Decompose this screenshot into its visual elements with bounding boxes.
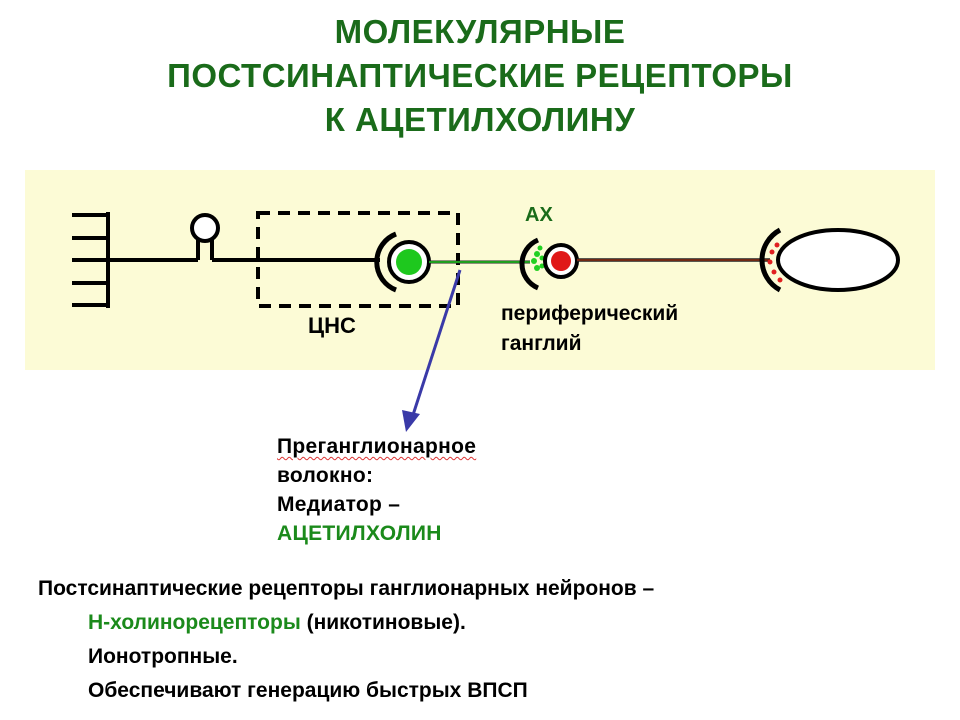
effector-cup xyxy=(759,227,782,293)
cns-box xyxy=(256,211,460,308)
callout-line-2: волокно: xyxy=(277,464,374,487)
preganglionic-callout: Преганглионарное волокно: Медиатор – АЦЕ… xyxy=(277,432,476,548)
slide-title: МОЛЕКУЛЯРНЫЕ ПОСТСИНАПТИЧЕСКИЕ РЕЦЕПТОРЫ… xyxy=(0,10,960,142)
callout-arrow xyxy=(411,269,462,416)
bottom-line-1: Постсинаптические рецепторы ганглионарны… xyxy=(38,577,655,600)
bottom-line-4: Обеспечивают генерацию быстрых ВПСП xyxy=(88,679,528,702)
title-line-1: МОЛЕКУЛЯРНЫЕ xyxy=(334,13,626,50)
ganglion-label-line-2: ганглий xyxy=(501,332,582,355)
title-line-2: ПОСТСИНАПТИЧЕСКИЕ РЕЦЕПТОРЫ xyxy=(167,57,793,94)
sensory-axon xyxy=(108,238,380,262)
ganglion-red-node xyxy=(551,251,571,271)
ach-label: АХ xyxy=(525,204,553,226)
ach-granules xyxy=(531,245,545,271)
callout-line-1: Преганглионарное xyxy=(277,435,477,458)
bottom-line-2-rest: (никотиновые). xyxy=(300,611,466,634)
bottom-line-2: Н-холинорецепторы (никотиновые). xyxy=(38,606,938,640)
effector-granules xyxy=(767,242,783,283)
h-cholinoreceptors-term: Н-холинорецепторы xyxy=(88,611,301,634)
sensory-soma xyxy=(190,213,220,243)
title-line-3: К АЦЕТИЛХОЛИНУ xyxy=(324,101,636,138)
effector-cell xyxy=(776,228,900,292)
cns-label: ЦНС xyxy=(308,313,356,338)
dendrite-comb xyxy=(72,212,110,308)
bottom-line-3: Ионотропные. xyxy=(88,645,238,668)
cns-synapse-cup xyxy=(374,231,398,293)
callout-line-3: Медиатор – xyxy=(277,493,401,516)
callout-arrowhead xyxy=(402,410,420,432)
cns-green-node xyxy=(396,249,422,275)
bottom-text: Постсинаптические рецепторы ганглионарны… xyxy=(38,572,938,708)
callout-line-4: АЦЕТИЛХОЛИН xyxy=(277,522,442,545)
ganglion-label-line-1: периферический xyxy=(501,302,679,325)
ganglion-synapse-cup xyxy=(519,237,540,291)
